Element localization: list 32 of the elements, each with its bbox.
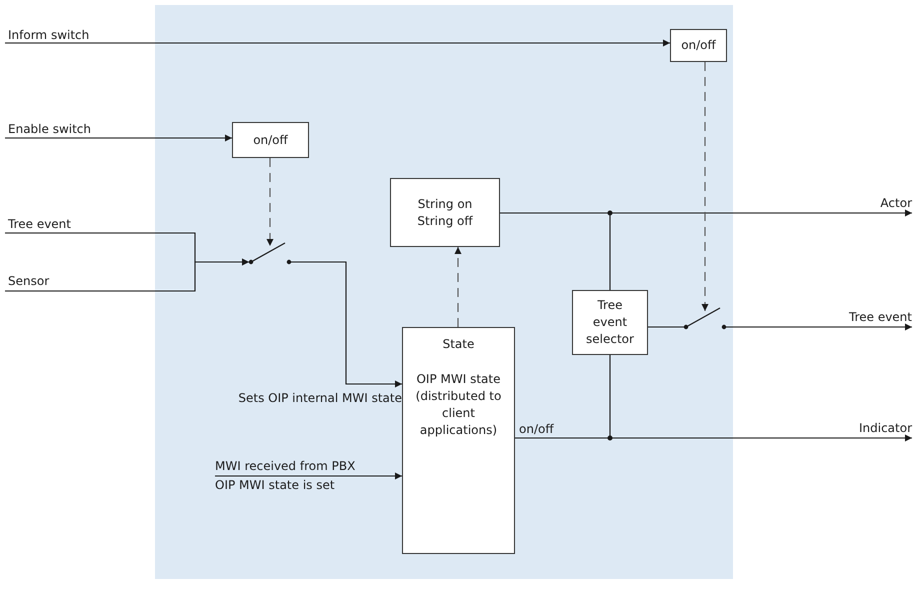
input-label: Tree event	[8, 217, 71, 232]
output-label: Tree event	[765, 310, 912, 326]
box-label: on/off	[253, 132, 288, 148]
control-arrow	[266, 158, 274, 246]
process-box	[402, 327, 515, 554]
box-label: on/off	[681, 37, 716, 54]
box-label: String on String off	[416, 196, 474, 230]
process-box	[390, 178, 500, 247]
control-box	[232, 122, 309, 158]
connector-line	[648, 326, 685, 328]
input-label: Sensor	[8, 274, 50, 289]
process-box	[572, 290, 648, 355]
arrow	[5, 40, 670, 46]
control-arrow	[454, 247, 462, 327]
edge-label: on/off	[519, 422, 554, 437]
control-box	[670, 29, 727, 62]
arrow	[5, 258, 249, 292]
input-label: Inform switch	[8, 28, 90, 43]
box-heading: State	[442, 336, 476, 353]
output-label: Actor	[765, 196, 912, 212]
control-arrow	[702, 62, 708, 311]
arrow	[5, 134, 232, 142]
box-label: Tree event selector	[585, 297, 635, 348]
input-label: Enable switch	[8, 122, 91, 137]
edge-label: Sets OIP internal MWI state	[237, 391, 402, 406]
arrow	[215, 472, 402, 480]
box-label: OIP MWI state (distributed to client applications)	[414, 371, 502, 439]
input-label: OIP MWI state is set	[215, 478, 336, 493]
arrow	[725, 324, 912, 330]
input-label: MWI received from PBX	[215, 459, 356, 474]
output-label: Indicator	[765, 421, 912, 437]
arrow	[291, 261, 402, 388]
